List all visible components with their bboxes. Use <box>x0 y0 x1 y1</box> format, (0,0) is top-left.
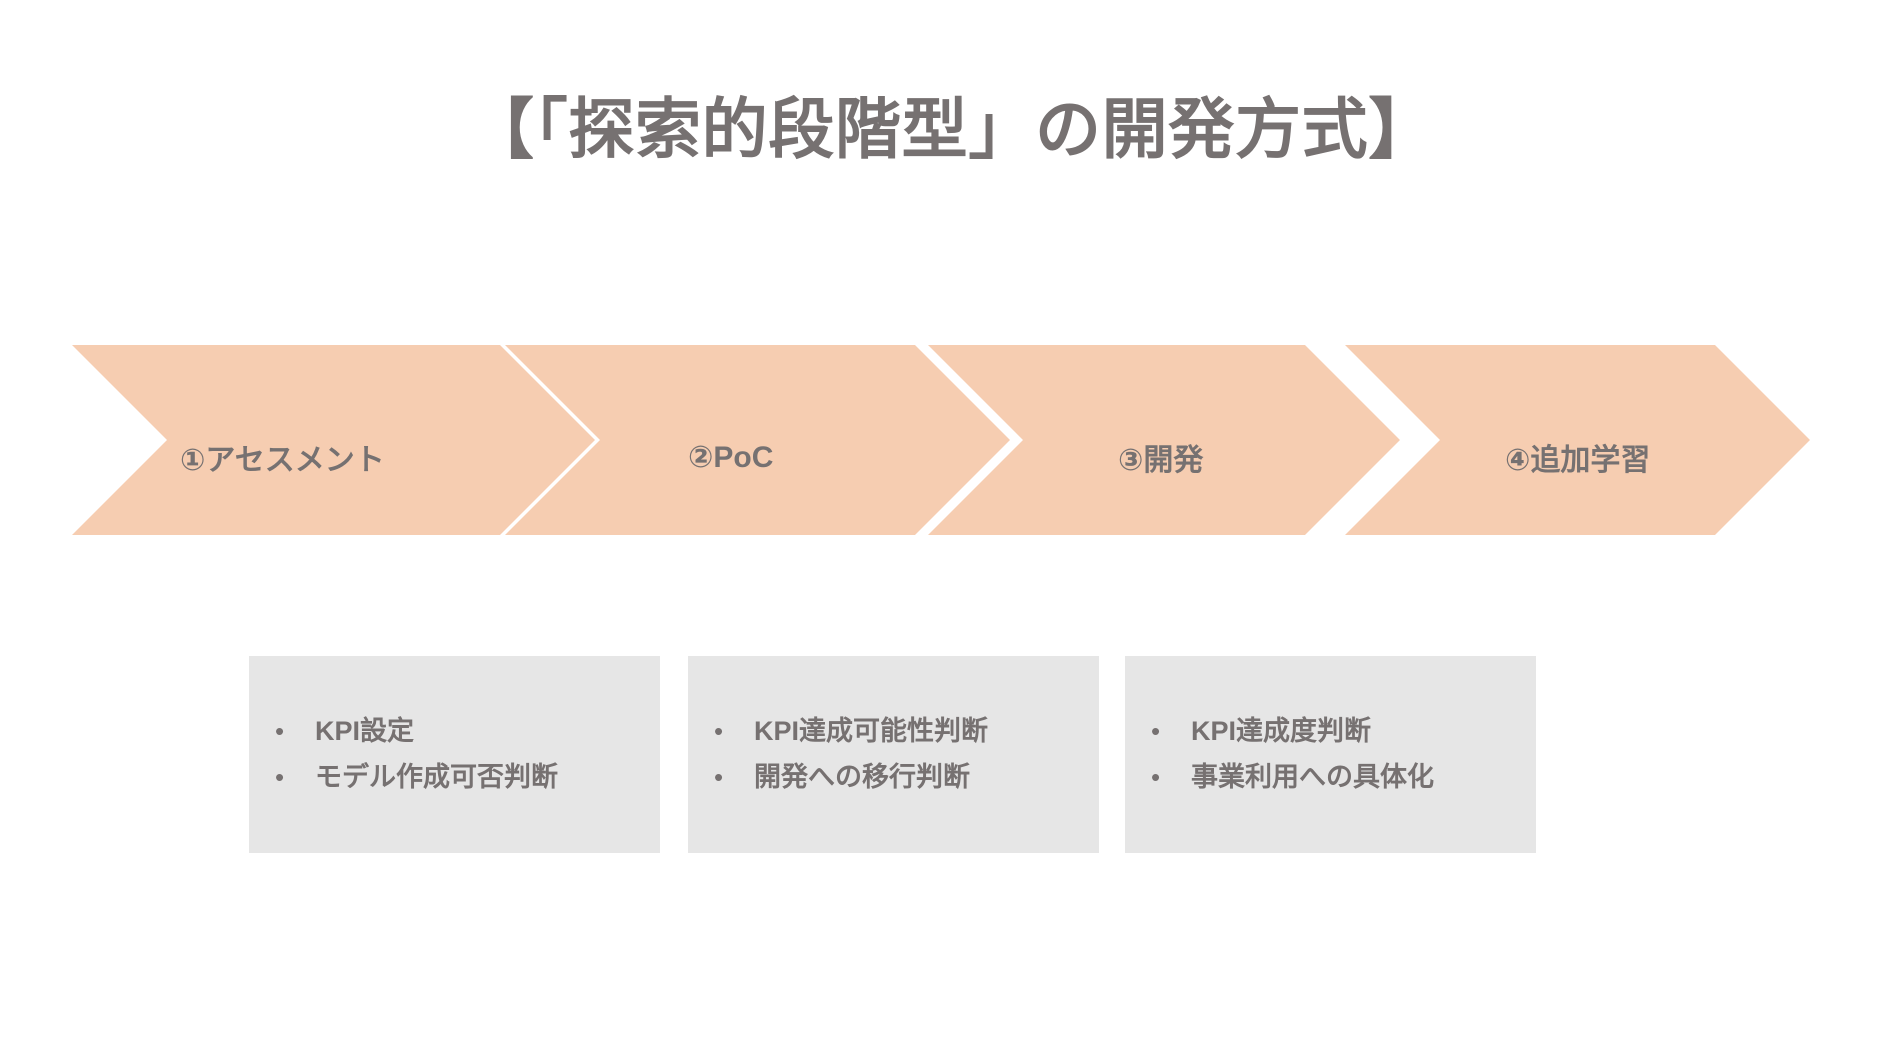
bullet-icon: • <box>275 761 285 792</box>
list-item: • 開発への移行判断 <box>714 758 1099 798</box>
detail-box-1-item-1: KPI設定 <box>315 715 415 746</box>
detail-box-2-item-1: KPI達成可能性判断 <box>754 715 989 746</box>
list-item: • KPI達成可能性判断 <box>714 712 1099 752</box>
bullet-icon: • <box>1151 715 1161 746</box>
chevron-phase-4[interactable]: ④追加学習 <box>1345 345 1810 535</box>
detail-box-1: • KPI設定 • モデル作成可否判断 <box>249 656 660 853</box>
bullet-icon: • <box>1151 761 1161 792</box>
chevron-phase-4-label: ④追加学習 <box>1505 444 1651 477</box>
detail-box-3: • KPI達成度判断 • 事業利用への具体化 <box>1125 656 1536 853</box>
detail-box-1-item-2: モデル作成可否判断 <box>315 761 558 792</box>
detail-box-3-item-2: 事業利用への具体化 <box>1191 761 1434 792</box>
chevron-phase-3-label: ③開発 <box>1118 444 1204 477</box>
detail-box-3-item-1: KPI達成度判断 <box>1191 715 1372 746</box>
bullet-icon: • <box>714 715 724 746</box>
page-title: 【「探索的段階型」の開発方式】 <box>468 92 1435 166</box>
detail-box-2-item-2: 開発への移行判断 <box>754 761 970 792</box>
chevron-phase-2-label: ②PoC <box>688 440 774 474</box>
list-item: • KPI設定 <box>275 712 660 752</box>
list-item: • KPI達成度判断 <box>1151 712 1536 752</box>
bullet-icon: • <box>714 761 724 792</box>
chevron-phase-1[interactable]: ①アセスメント <box>72 345 595 535</box>
list-item: • モデル作成可否判断 <box>275 758 660 798</box>
detail-box-2: • KPI達成可能性判断 • 開発への移行判断 <box>688 656 1099 853</box>
bullet-icon: • <box>275 715 285 746</box>
list-item: • 事業利用への具体化 <box>1151 758 1536 798</box>
chevron-phase-1-label: ①アセスメント <box>180 444 385 477</box>
process-chevron-band: ①アセスメント ②PoC ③開発 ④追加学習 <box>0 345 1903 535</box>
